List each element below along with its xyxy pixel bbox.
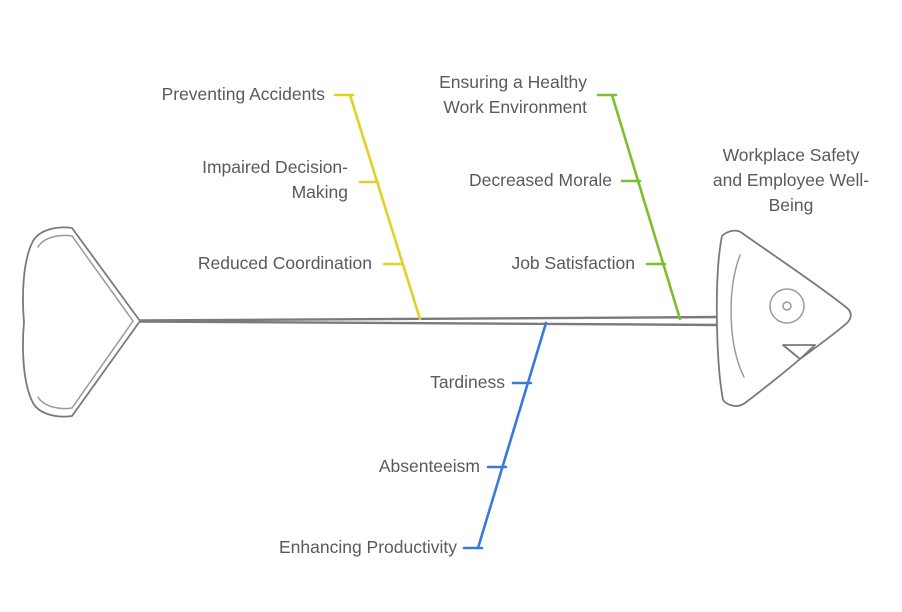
fishbone-head-label: Workplace Safety and Employee Well- Bein… — [712, 145, 870, 215]
fish-tail — [22, 226, 141, 418]
branch-blue-line — [476, 321, 548, 550]
branch-green-line — [610, 93, 682, 321]
tail-inner-bottom — [37, 320, 134, 410]
bone-label-impaired-decision-making: Impaired Decision- Making — [202, 157, 348, 202]
pupil-icon — [782, 301, 792, 311]
branch-blue — [462, 321, 548, 550]
bone-label-reduced-coordination: Reduced Coordination — [197, 253, 372, 273]
eye-icon — [769, 288, 805, 324]
bone-label-absenteeism: Absenteeism — [378, 456, 480, 476]
bone-label-job-satisfaction: Job Satisfaction — [511, 253, 635, 273]
spine-top-line — [139, 315, 723, 322]
bone-label-enhancing-productivity: Enhancing Productivity — [278, 537, 457, 557]
bone-label-ensuring-healthy-work-environment: Ensuring a Healthy Work Environment — [439, 72, 587, 117]
bone-label-preventing-accidents: Preventing Accidents — [161, 84, 325, 104]
tail-outline — [22, 226, 141, 418]
branch-green — [596, 93, 682, 321]
fish-spine — [139, 315, 723, 327]
tail-inner-top — [37, 234, 134, 322]
bone-label-tardiness: Tardiness — [430, 372, 505, 392]
spine-bottom-line — [139, 320, 723, 327]
branch-yellow-line — [348, 93, 422, 321]
fish-head — [715, 229, 852, 407]
branch-yellow — [333, 93, 422, 321]
bone-label-decreased-morale: Decreased Morale — [469, 170, 612, 190]
gill-line — [730, 254, 745, 378]
head-outline — [715, 229, 852, 407]
